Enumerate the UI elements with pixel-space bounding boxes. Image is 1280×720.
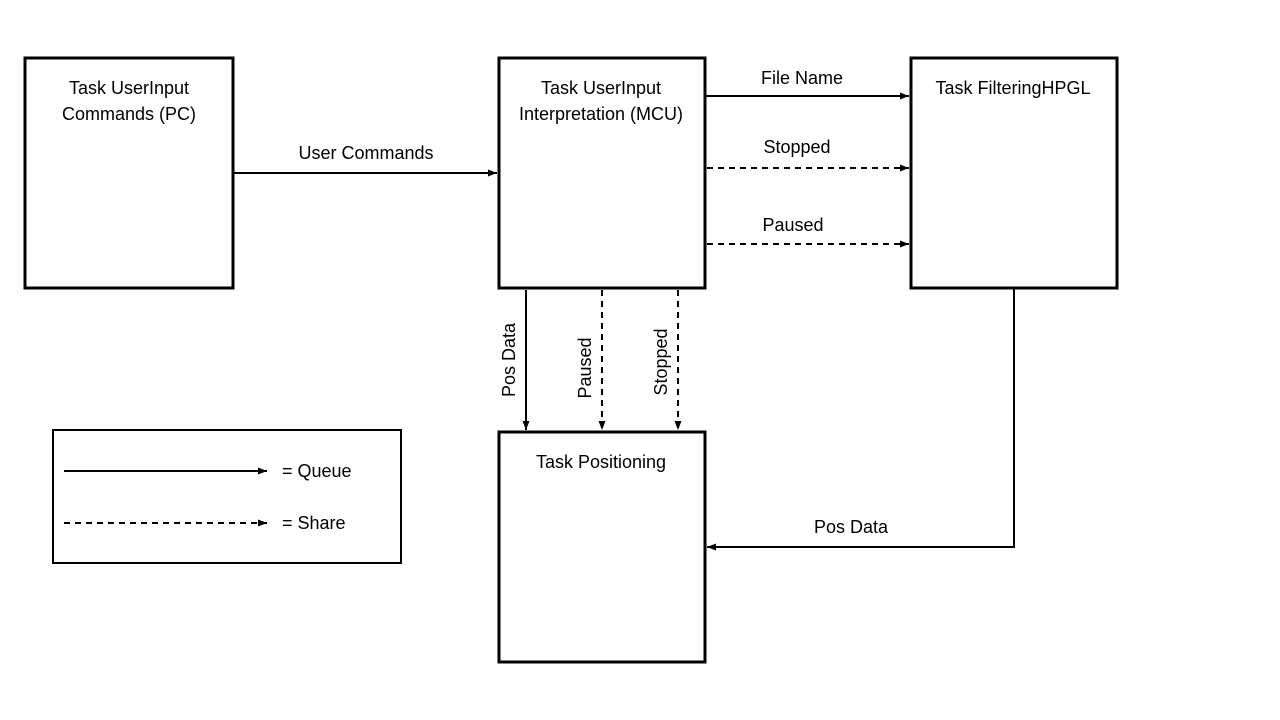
legend-box xyxy=(52,429,402,564)
user-commands-label: User Commands xyxy=(298,143,433,163)
legend-share-label: = Share xyxy=(282,513,346,533)
paused-down-label: Paused xyxy=(575,337,595,398)
task-pc-box xyxy=(23,56,235,290)
pos-data-return-arrow xyxy=(707,288,1015,551)
stopped-down-label: Stopped xyxy=(651,328,671,395)
legend: = Queue = Share xyxy=(52,429,402,564)
legend-queue-label: = Queue xyxy=(282,461,352,481)
task-mcu-title-line2: Interpretation (MCU) xyxy=(519,104,683,124)
pos-data-down-label: Pos Data xyxy=(499,322,519,397)
task-pc-title-line1: Task UserInput xyxy=(69,78,189,98)
task-positioning-title: Task Positioning xyxy=(536,452,666,472)
file-name-label: File Name xyxy=(761,68,843,88)
task-mcu-box xyxy=(497,56,707,290)
task-filtering-box xyxy=(909,56,1119,290)
task-filtering-title: Task FilteringHPGL xyxy=(935,78,1090,98)
task-pc-title-line2: Commands (PC) xyxy=(62,104,196,124)
task-positioning-box xyxy=(497,430,707,664)
pos-data-return-label: Pos Data xyxy=(814,517,889,537)
paused-right-label: Paused xyxy=(762,215,823,235)
task-mcu-title-line1: Task UserInput xyxy=(541,78,661,98)
stopped-right-label: Stopped xyxy=(763,137,830,157)
